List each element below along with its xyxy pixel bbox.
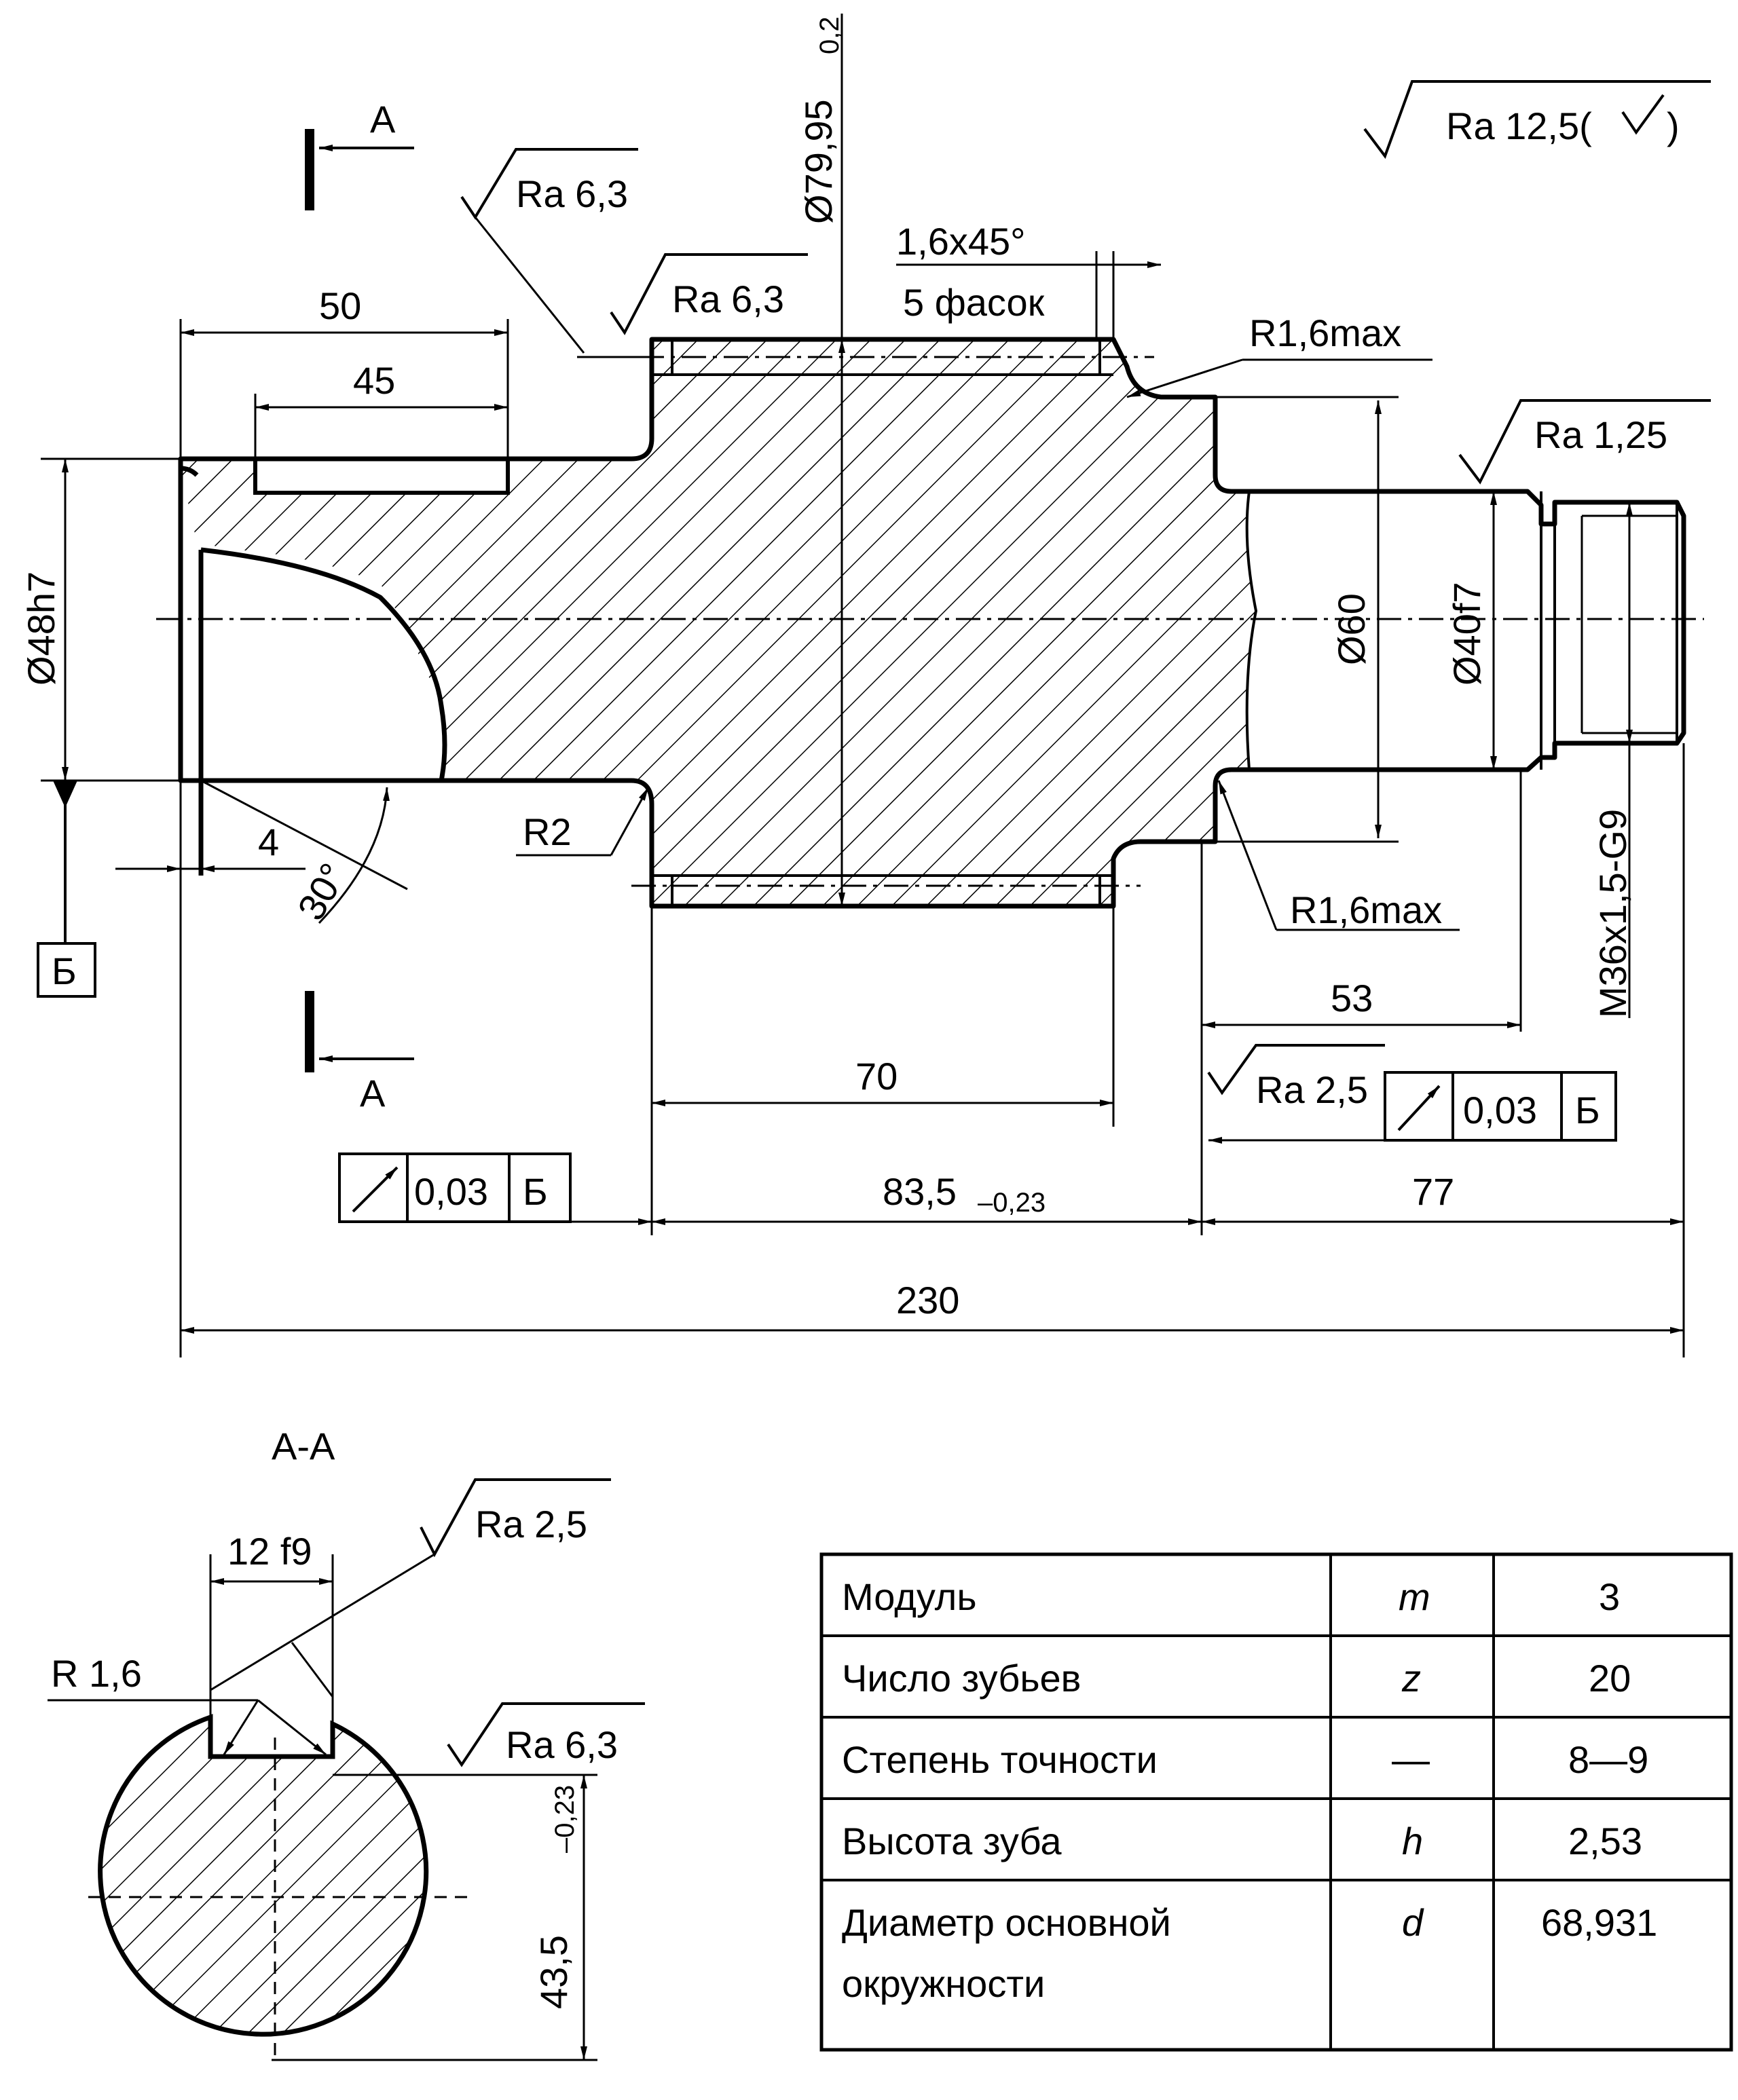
svg-text:R2: R2 (523, 810, 572, 853)
svg-text:1,6x45°: 1,6x45° (896, 220, 1026, 263)
dim-thread: M36x1,5-G9 (1591, 502, 1634, 1018)
section-title: А-А (272, 1425, 335, 1467)
svg-text:M36x1,5-G9: M36x1,5-G9 (1591, 809, 1634, 1018)
svg-text:45: 45 (353, 359, 395, 402)
dim-r16-top: R1,6max (1126, 312, 1432, 398)
svg-text:0,03: 0,03 (414, 1170, 488, 1213)
svg-text:R 1,6: R 1,6 (51, 1652, 142, 1695)
svg-text:Степень точности: Степень точности (842, 1738, 1158, 1781)
svg-text:Ø60: Ø60 (1330, 593, 1373, 665)
roughness-ra63-b: Ra 6,3 (610, 253, 808, 335)
svg-text:–0,23: –0,23 (550, 1785, 580, 1853)
svg-text:A: A (370, 98, 396, 140)
table-row: Высота зуба h 2,53 (842, 1820, 1642, 1862)
roughness-ra25: Ra 2,5 (1207, 1044, 1385, 1144)
runout-right-frame: 0,03 Б (1384, 1071, 1617, 1142)
svg-text:Ra 6,3: Ra 6,3 (672, 278, 784, 320)
datum-b: Б (37, 781, 96, 998)
section-mark-bottom: A (305, 991, 414, 1114)
svg-text:A: A (360, 1072, 386, 1114)
svg-text:43,5: 43,5 (532, 1935, 575, 2009)
section-circle (98, 1714, 429, 2037)
svg-text:30°: 30° (289, 856, 355, 927)
svg-text:окружности: окружности (842, 1962, 1045, 2005)
svg-text:Ø79,95: Ø79,95 (797, 99, 840, 224)
svg-text:3: 3 (1599, 1575, 1620, 1618)
svg-text:Ra 2,5: Ra 2,5 (1256, 1068, 1368, 1111)
svg-text:m: m (1399, 1575, 1430, 1618)
svg-text:Б: Б (1575, 1089, 1600, 1131)
keyway-slot (253, 457, 510, 495)
dim-r2: R2 (516, 787, 650, 857)
svg-text:0,2: 0,2 (815, 16, 845, 54)
table-row: Модуль m 3 (842, 1575, 1620, 1618)
dim-53: 53 (1202, 770, 1522, 1032)
svg-text:53: 53 (1331, 977, 1373, 1019)
svg-text:Диаметр основной: Диаметр основной (842, 1901, 1171, 1944)
general-roughness: Ra 12,5( ) (1363, 80, 1711, 160)
svg-text:Ra 6,3: Ra 6,3 (516, 172, 628, 215)
svg-text:Модуль: Модуль (842, 1575, 977, 1618)
svg-text:R1,6max: R1,6max (1249, 312, 1401, 354)
svg-text:70: 70 (855, 1055, 898, 1098)
svg-text:12 f9: 12 f9 (227, 1530, 312, 1573)
svg-text:20: 20 (1589, 1657, 1631, 1700)
svg-text:Ra 1,25: Ra 1,25 (1534, 413, 1667, 456)
dim-d40: Ø40f7 (1445, 491, 1497, 770)
svg-text:0,03: 0,03 (1463, 1089, 1537, 1131)
dim-30deg: 30° (200, 779, 408, 927)
section-mark-top: A (305, 98, 414, 210)
dim-d48: Ø48h7 (20, 457, 181, 782)
svg-text:): ) (1667, 105, 1680, 147)
dim-chamfer: 1,6x45° 5 фасок (896, 220, 1161, 339)
roughness-ra125: Ra 1,25 (1458, 399, 1711, 485)
svg-text:Б: Б (52, 950, 77, 992)
dim-45: 45 (254, 359, 508, 459)
dim-77: 77 (1202, 743, 1685, 1357)
shaft-section-hatch (181, 339, 1256, 906)
svg-text:—: — (1392, 1738, 1430, 1781)
table-row: Диаметр основной окружности d 68,931 (842, 1901, 1657, 2005)
dim-gear-diameter: Ø79,95 0,2 (797, 16, 845, 906)
dim-50: 50 (179, 284, 509, 459)
svg-text:68,931: 68,931 (1541, 1901, 1657, 1944)
svg-text:–0,23: –0,23 (978, 1188, 1046, 1218)
svg-text:Б: Б (523, 1170, 548, 1213)
svg-text:230: 230 (896, 1279, 959, 1321)
svg-text:Ra 2,5: Ra 2,5 (475, 1503, 587, 1545)
svg-text:Ø48h7: Ø48h7 (20, 571, 62, 686)
svg-text:83,5: 83,5 (883, 1170, 957, 1213)
svg-text:R1,6max: R1,6max (1290, 888, 1442, 931)
svg-text:Ø40f7: Ø40f7 (1445, 582, 1488, 686)
dim-70: 70 (650, 906, 1115, 1235)
table-row: Степень точности — 8—9 (842, 1738, 1648, 1781)
table-row: Число зубьев z 20 (842, 1657, 1631, 1700)
general-roughness-text: Ra 12,5( (1446, 105, 1592, 147)
runout-left-frame: 0,03 Б (338, 1152, 652, 1225)
svg-text:Ra 6,3: Ra 6,3 (506, 1723, 618, 1766)
svg-text:77: 77 (1412, 1170, 1454, 1213)
svg-text:z: z (1401, 1657, 1421, 1700)
svg-text:d: d (1402, 1901, 1424, 1944)
svg-text:4: 4 (258, 821, 279, 863)
svg-text:Высота зуба: Высота зуба (842, 1820, 1062, 1862)
svg-text:Число зубьев: Число зубьев (842, 1657, 1081, 1700)
shaft-main-view (156, 14, 1704, 909)
dim-d60: Ø60 (1215, 396, 1399, 843)
gear-parameters-table: Модуль m 3 Число зубьев z 20 Степень точ… (819, 1552, 1733, 2052)
svg-text:h: h (1402, 1820, 1423, 1862)
svg-text:50: 50 (319, 284, 361, 327)
dim-230: 230 (179, 781, 1684, 1357)
dim-r16-bottom: R1,6max (1217, 780, 1460, 931)
svg-text:8—9: 8—9 (1568, 1738, 1648, 1781)
svg-text:2,53: 2,53 (1568, 1820, 1642, 1862)
svg-text:5 фасок: 5 фасок (903, 281, 1045, 324)
roughness-ra63-a: Ra 6,3 (460, 148, 652, 358)
section-a-a: А-А 12 f9 R 1,6 Ra 2,5 Ra 6,3 43,5 –0,23 (48, 1425, 645, 2063)
dim-4: 4 (115, 821, 306, 872)
dim-83-5: 83,5 –0,23 (652, 842, 1203, 1235)
